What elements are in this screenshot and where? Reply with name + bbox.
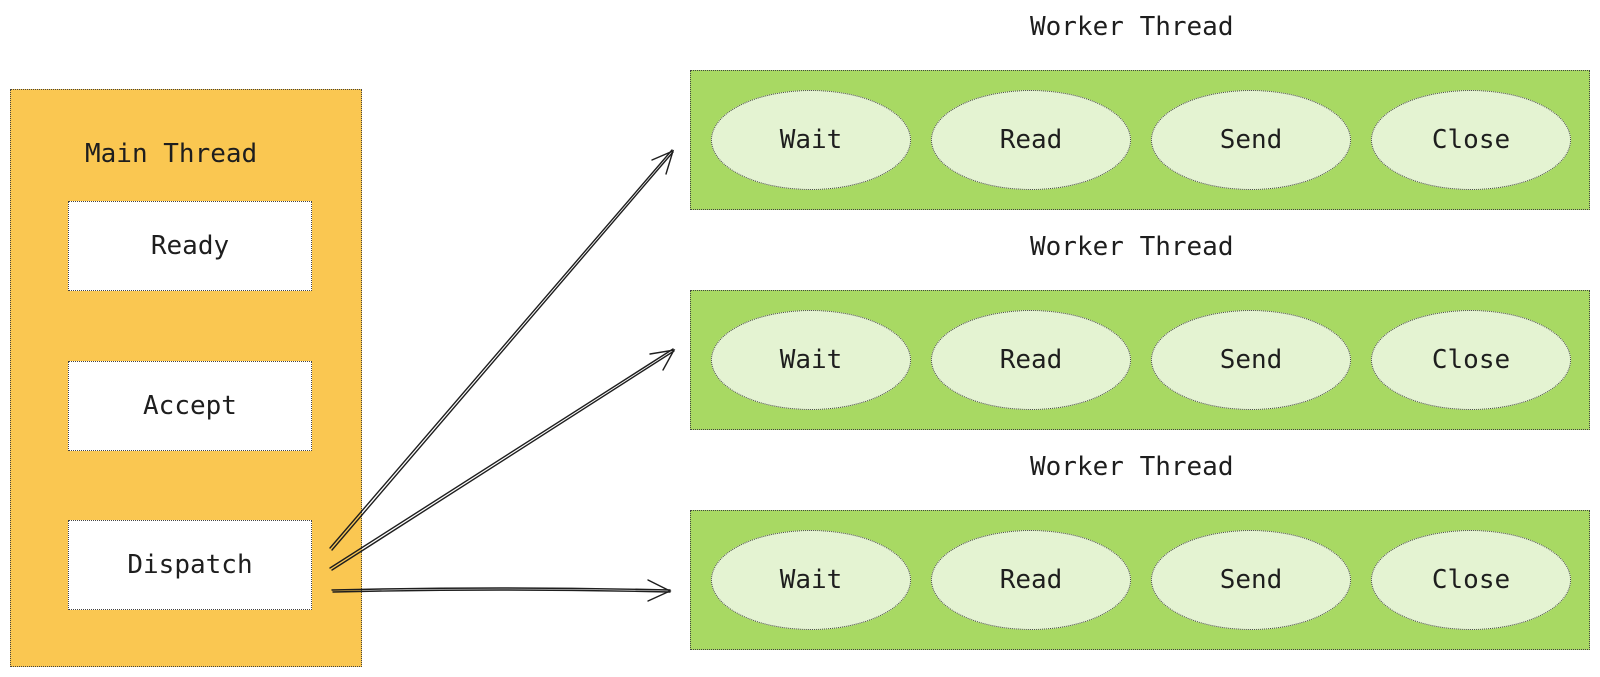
state-close: Close [1371, 90, 1571, 190]
arrow-to-worker-2 [329, 348, 676, 571]
step-ready: Ready [68, 201, 312, 291]
state-send: Send [1151, 310, 1351, 410]
worker-thread-title-2: Worker Thread [1030, 232, 1234, 262]
worker-thread-panel-2: Wait Read Send Close [690, 290, 1590, 430]
state-close: Close [1371, 310, 1571, 410]
worker-thread-panel-3: Wait Read Send Close [690, 510, 1590, 650]
state-send: Send [1151, 90, 1351, 190]
state-wait: Wait [711, 90, 911, 190]
state-wait: Wait [711, 530, 911, 630]
step-accept: Accept [68, 361, 312, 451]
main-thread-title: Main Thread [85, 139, 258, 169]
state-read: Read [931, 90, 1131, 190]
worker-thread-panel-1: Wait Read Send Close [690, 70, 1590, 210]
step-dispatch: Dispatch [68, 520, 312, 610]
state-read: Read [931, 310, 1131, 410]
state-wait: Wait [711, 310, 911, 410]
state-send: Send [1151, 530, 1351, 630]
arrow-to-worker-1 [329, 149, 675, 551]
state-close: Close [1371, 530, 1571, 630]
worker-thread-title-1: Worker Thread [1030, 12, 1234, 42]
worker-thread-title-3: Worker Thread [1030, 452, 1234, 482]
arrow-to-worker-3 [331, 579, 672, 602]
state-read: Read [931, 530, 1131, 630]
